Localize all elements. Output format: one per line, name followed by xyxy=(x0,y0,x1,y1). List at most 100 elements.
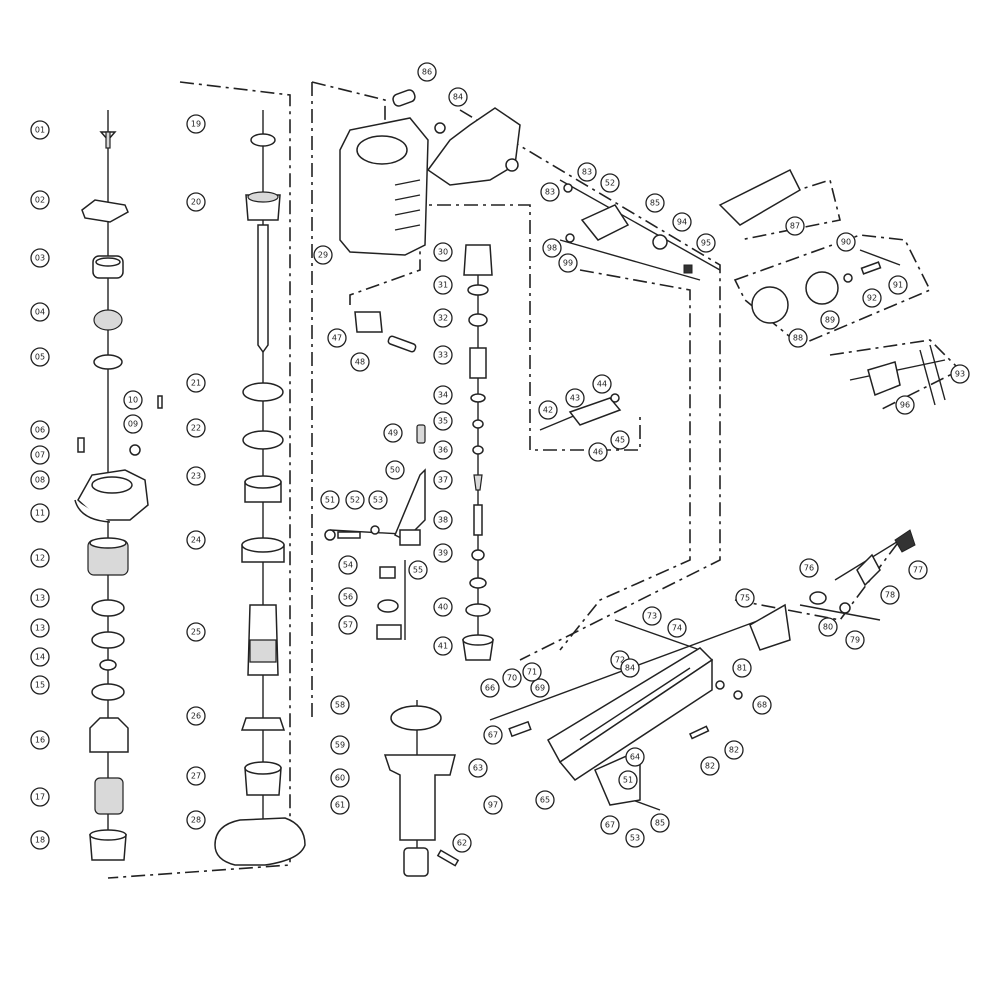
svg-text:69: 69 xyxy=(535,684,545,693)
svg-text:13: 13 xyxy=(35,624,45,633)
callout-33: 33 xyxy=(433,345,453,365)
svg-text:54: 54 xyxy=(343,561,353,570)
callout-81: 81 xyxy=(732,658,752,678)
callout-98: 98 xyxy=(542,238,562,258)
svg-text:47: 47 xyxy=(332,334,342,343)
callout-38: 38 xyxy=(433,510,453,530)
callout-74: 74 xyxy=(667,618,687,638)
callout-73: 73 xyxy=(642,606,662,626)
callout-labels: 01 02 03 04 05 06 07 08 09 10 11 12 13 1… xyxy=(30,62,970,853)
callout-27: 27 xyxy=(186,766,206,786)
callout-52b: 52 xyxy=(600,173,620,193)
svg-text:63: 63 xyxy=(473,764,483,773)
exhaust-cap-parts xyxy=(563,168,946,426)
svg-text:84: 84 xyxy=(625,664,635,673)
svg-text:36: 36 xyxy=(438,446,448,455)
svg-text:05: 05 xyxy=(35,353,45,362)
svg-text:85: 85 xyxy=(655,819,665,828)
callout-35: 35 xyxy=(433,411,453,431)
svg-text:64: 64 xyxy=(630,753,640,762)
svg-text:90: 90 xyxy=(841,238,851,247)
svg-text:29: 29 xyxy=(318,251,328,260)
callout-13b: 13 xyxy=(30,618,50,638)
callout-46: 46 xyxy=(588,442,608,462)
nose-magazine-parts xyxy=(383,529,916,877)
svg-text:98: 98 xyxy=(547,244,557,253)
callout-17: 17 xyxy=(30,787,50,807)
callout-29: 29 xyxy=(313,245,333,265)
svg-text:49: 49 xyxy=(388,429,398,438)
callout-88: 88 xyxy=(788,328,808,348)
svg-text:59: 59 xyxy=(335,741,345,750)
svg-text:10: 10 xyxy=(128,396,138,405)
svg-text:95: 95 xyxy=(701,239,711,248)
svg-text:77: 77 xyxy=(913,566,923,575)
svg-text:96: 96 xyxy=(900,401,910,410)
callout-21: 21 xyxy=(186,373,206,393)
svg-text:11: 11 xyxy=(35,509,45,518)
svg-text:16: 16 xyxy=(35,736,45,745)
svg-text:08: 08 xyxy=(35,476,45,485)
callout-89: 89 xyxy=(820,310,840,330)
svg-text:34: 34 xyxy=(438,391,448,400)
callout-75: 75 xyxy=(735,588,755,608)
callout-16: 16 xyxy=(30,730,50,750)
svg-text:21: 21 xyxy=(191,379,201,388)
callout-64: 64 xyxy=(625,747,645,767)
svg-text:12: 12 xyxy=(35,554,45,563)
svg-text:48: 48 xyxy=(355,358,365,367)
callout-51b: 51 xyxy=(618,770,638,790)
svg-text:30: 30 xyxy=(438,248,448,257)
svg-text:18: 18 xyxy=(35,836,45,845)
svg-text:68: 68 xyxy=(757,701,767,710)
svg-text:72: 72 xyxy=(615,656,625,665)
callout-39: 39 xyxy=(433,543,453,563)
callout-80: 80 xyxy=(818,617,838,637)
callout-28: 28 xyxy=(186,810,206,830)
svg-text:61: 61 xyxy=(335,801,345,810)
callout-84b: 84 xyxy=(620,658,640,678)
svg-text:92: 92 xyxy=(867,294,877,303)
svg-text:15: 15 xyxy=(35,681,45,690)
svg-text:09: 09 xyxy=(128,420,138,429)
svg-text:51: 51 xyxy=(325,496,335,505)
housing-body xyxy=(339,89,521,256)
trigger-group-parts xyxy=(324,311,426,640)
svg-text:38: 38 xyxy=(438,516,448,525)
svg-text:44: 44 xyxy=(597,380,607,389)
callout-93: 93 xyxy=(950,364,970,384)
callout-06: 06 xyxy=(30,420,50,440)
svg-text:14: 14 xyxy=(35,653,45,662)
callout-49: 49 xyxy=(383,423,403,443)
callout-04: 04 xyxy=(30,302,50,322)
callout-55: 55 xyxy=(408,560,428,580)
callout-94: 94 xyxy=(672,212,692,232)
svg-text:80: 80 xyxy=(823,623,833,632)
svg-text:01: 01 xyxy=(35,126,45,135)
svg-text:51: 51 xyxy=(623,776,633,785)
callout-68: 68 xyxy=(752,695,772,715)
svg-text:06: 06 xyxy=(35,426,45,435)
callout-52: 52 xyxy=(345,490,365,510)
svg-text:86: 86 xyxy=(422,68,432,77)
callout-41: 41 xyxy=(433,636,453,656)
svg-text:91: 91 xyxy=(893,281,903,290)
svg-text:85: 85 xyxy=(650,199,660,208)
svg-text:81: 81 xyxy=(737,664,747,673)
callout-83b: 83 xyxy=(540,182,560,202)
callout-53b: 53 xyxy=(625,828,645,848)
svg-text:71: 71 xyxy=(527,668,537,677)
callout-01: 01 xyxy=(30,120,50,140)
callout-91: 91 xyxy=(888,275,908,295)
svg-text:84: 84 xyxy=(453,93,463,102)
callout-57: 57 xyxy=(338,615,358,635)
callout-05: 05 xyxy=(30,347,50,367)
callout-15: 15 xyxy=(30,675,50,695)
callout-42: 42 xyxy=(538,400,558,420)
svg-text:82: 82 xyxy=(705,762,715,771)
svg-text:42: 42 xyxy=(543,406,553,415)
svg-text:07: 07 xyxy=(35,451,45,460)
callout-11: 11 xyxy=(30,503,50,523)
svg-text:02: 02 xyxy=(35,196,45,205)
